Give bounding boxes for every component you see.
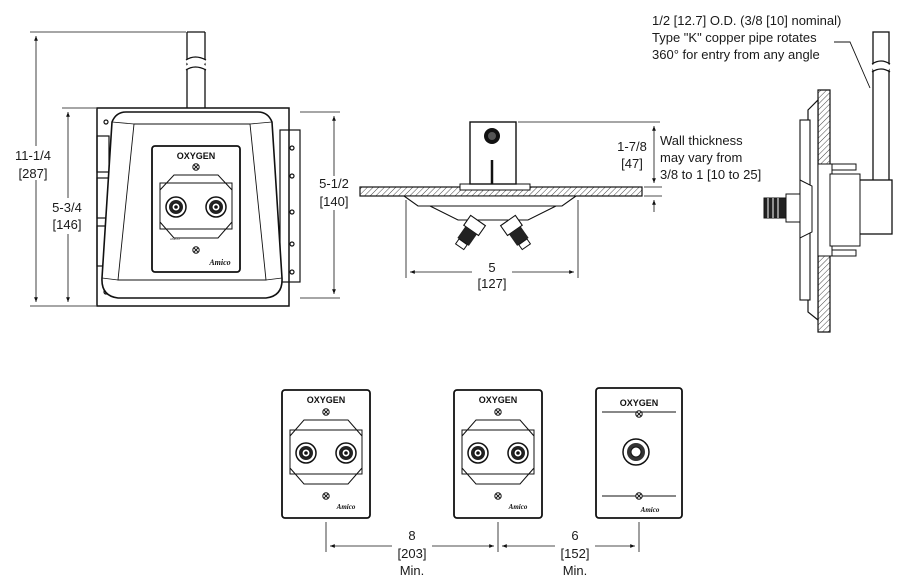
plate-height-mm: [140] <box>320 194 349 209</box>
screw-icon <box>192 163 200 171</box>
pipe-note-line2: Type "K" copper pipe rotates <box>652 30 817 45</box>
screw-icon <box>192 246 200 254</box>
overall-height-label: 11-1/4 <box>15 148 51 163</box>
top-width-label: 5 <box>488 260 495 275</box>
top-dimension-lines <box>405 121 662 278</box>
brand-mark: Amico <box>208 258 230 267</box>
plate-middle: OXYGEN Amico <box>453 389 543 519</box>
screw-icon <box>322 492 330 500</box>
spacing-right-value: 6 <box>571 528 578 543</box>
outlet-connector-icon <box>295 442 317 464</box>
fine-print: AMICO <box>170 237 181 241</box>
top-connector-left <box>454 214 487 251</box>
screw-icon <box>494 408 502 416</box>
side-pipe <box>857 31 893 235</box>
brand-mark: Amico <box>508 503 528 511</box>
screw-icon <box>494 492 502 500</box>
top-connector-right <box>499 214 532 251</box>
spacing-left-value: 8 <box>408 528 415 543</box>
box-height-label: 5-3/4 <box>52 200 82 215</box>
top-depth-label: 1-7/8 <box>617 139 647 154</box>
overall-height-mm: [287] <box>19 166 48 181</box>
outlet-connector-icon <box>335 442 357 464</box>
pipe-note-line3: 360° for entry from any angle <box>652 47 820 62</box>
panel-label: OXYGEN <box>177 151 216 161</box>
screw-icon <box>635 410 643 418</box>
plate-left: OXYGEN Amico <box>281 389 371 519</box>
pipe-note-leader <box>834 41 871 89</box>
plate-middle-label: OXYGEN <box>479 395 518 405</box>
spacing-left-mm: [203] <box>398 546 427 561</box>
spacing-left-min: Min. <box>400 563 425 578</box>
plate-right: OXYGEN Amico <box>595 387 683 519</box>
plate-right-label: OXYGEN <box>620 398 659 408</box>
outlet-connector-icon <box>467 442 489 464</box>
brand-mark: Amico <box>640 506 660 514</box>
screw-icon <box>322 408 330 416</box>
front-view: OXYGEN AMICO Amico 11-1/4 [287] 5-3/4 [1… <box>8 31 358 307</box>
outlet-connector-icon <box>507 442 529 464</box>
outlet-connector-icon <box>205 196 227 218</box>
wall-note-line2: may vary from <box>660 150 742 165</box>
side-view: 1/2 [12.7] O.D. (3/8 [10] nominal) Type … <box>652 13 893 333</box>
spacing-right-mm: [152] <box>561 546 590 561</box>
faceplate <box>151 145 241 273</box>
wall-note-line3: 3/8 to 1 [10 to 25] <box>660 167 761 182</box>
brand-mark: Amico <box>336 503 356 511</box>
spacing-right-min: Min. <box>563 563 588 578</box>
supply-pipe <box>184 31 207 108</box>
outlet-connector-icon <box>165 196 187 218</box>
box-height-mm: [146] <box>53 217 82 232</box>
top-width-mm: [127] <box>478 276 507 291</box>
wall-note-line1: Wall thickness <box>660 133 743 148</box>
single-outlet-icon <box>622 438 650 466</box>
top-depth-mm: [47] <box>621 156 643 171</box>
plate-left-label: OXYGEN <box>307 395 346 405</box>
plate-height-label: 5-1/2 <box>319 176 349 191</box>
pipe-note-line1: 1/2 [12.7] O.D. (3/8 [10] nominal) <box>652 13 841 28</box>
top-view: 5 [127] 1-7/8 [47] Wall thickness may va… <box>359 121 761 291</box>
side-mounting-bracket <box>817 163 861 257</box>
side-connector-icon <box>763 179 813 239</box>
screw-icon <box>635 492 643 500</box>
